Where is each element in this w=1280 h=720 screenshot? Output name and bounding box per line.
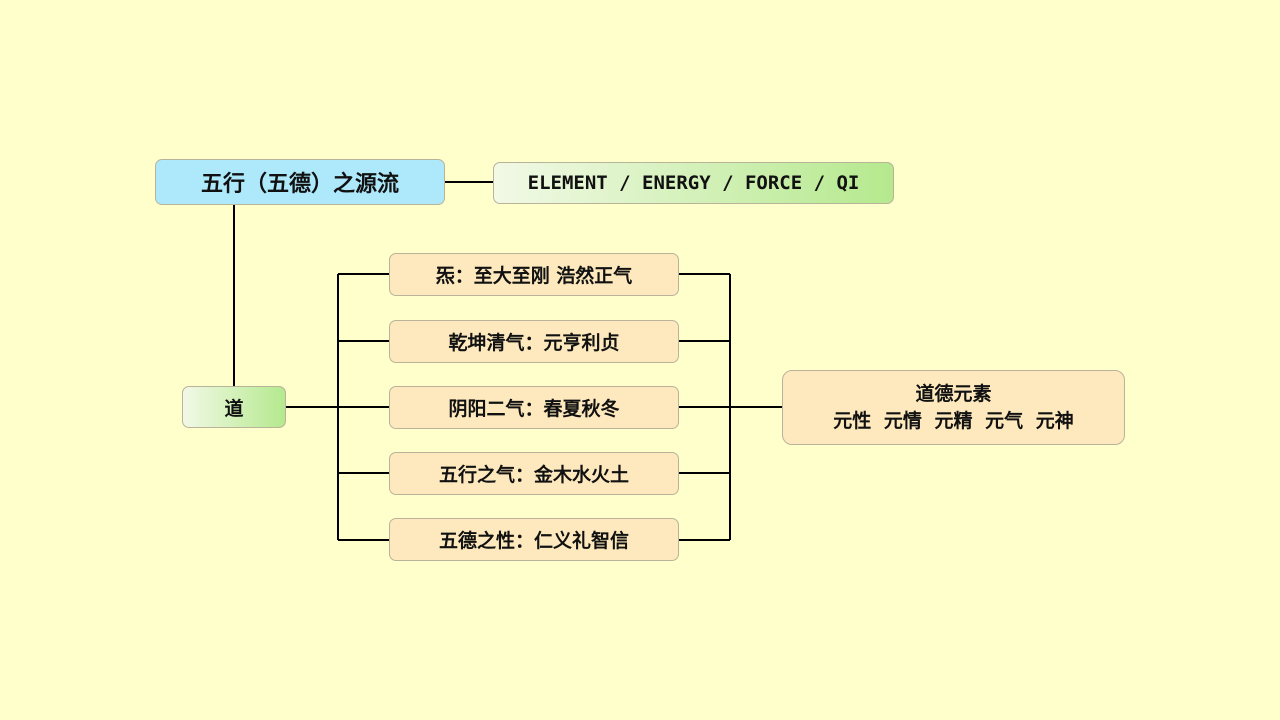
title-node: 五行（五德）之源流 — [155, 159, 445, 205]
item-text: 五行之气：金木水火土 — [438, 464, 629, 486]
root-node: 道 — [182, 386, 286, 428]
subtitle-text: ELEMENT / ENERGY / FORCE / QI — [527, 172, 860, 194]
item-node: 乾坤清气：元亨利贞 — [389, 320, 679, 363]
result-node: 道德元素 元性 元情 元精 元气 元神 — [782, 370, 1125, 445]
root-text: 道 — [224, 397, 244, 420]
title-text: 五行（五德）之源流 — [200, 171, 399, 197]
result-line1: 道德元素 — [915, 382, 992, 405]
item-node: 五德之性：仁义礼智信 — [389, 518, 679, 561]
subtitle-node: ELEMENT / ENERGY / FORCE / QI — [493, 162, 894, 204]
item-node: 阴阳二气：春夏秋冬 — [389, 386, 679, 429]
item-text: 乾坤清气：元亨利贞 — [448, 332, 620, 354]
item-node: 炁：至大至刚 浩然正气 — [389, 253, 679, 296]
item-text: 炁：至大至刚 浩然正气 — [435, 265, 633, 287]
item-node: 五行之气：金木水火土 — [389, 452, 679, 495]
item-text: 阴阳二气：春夏秋冬 — [448, 398, 620, 420]
item-text: 五德之性：仁义礼智信 — [438, 530, 629, 552]
result-line2: 元性 元情 元精 元气 元神 — [833, 409, 1074, 432]
